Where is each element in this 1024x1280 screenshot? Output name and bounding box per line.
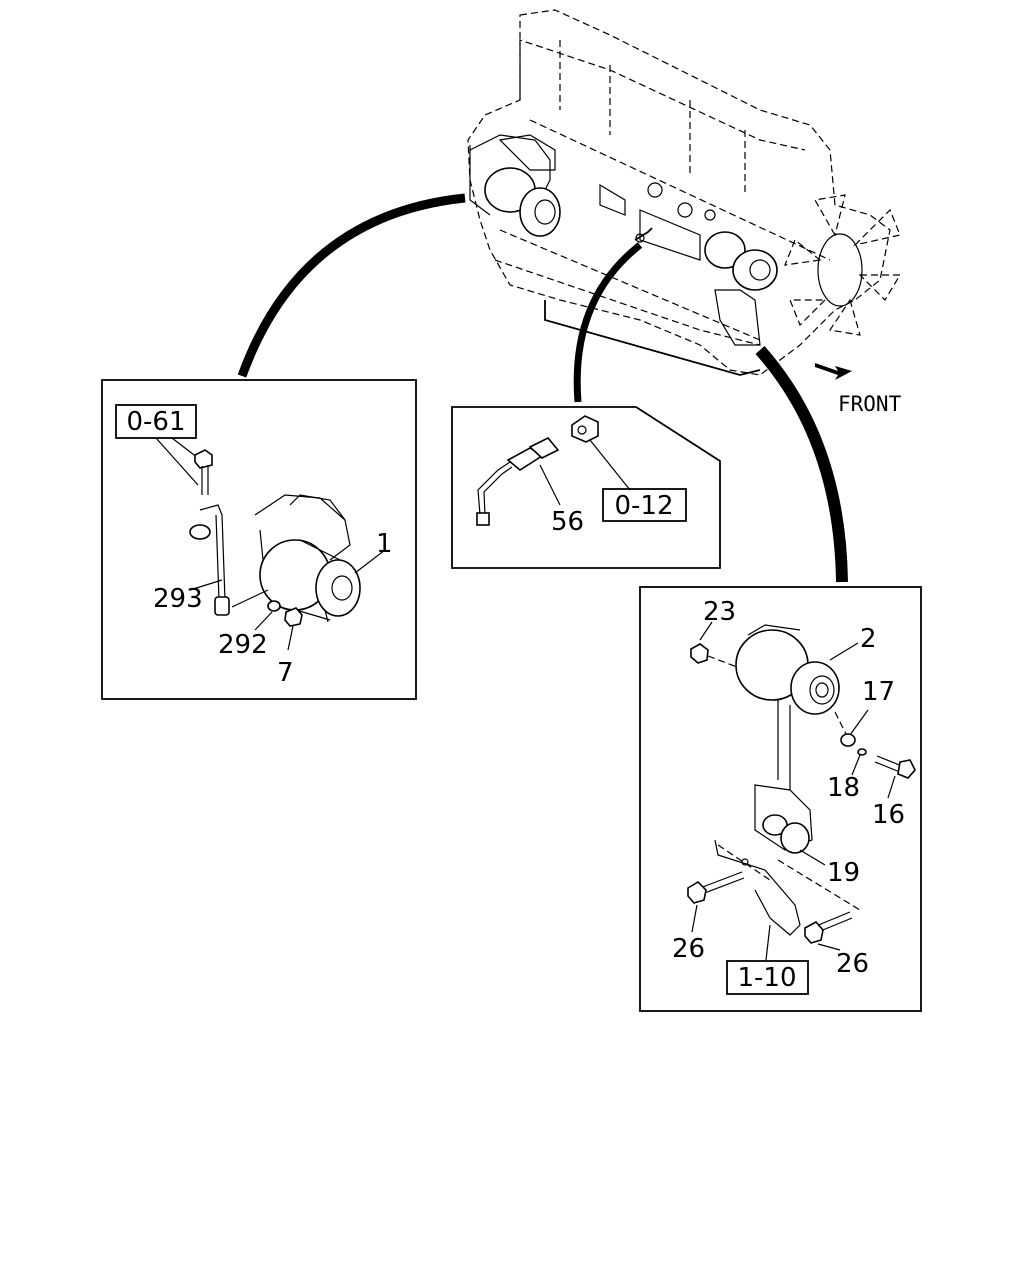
leader-curve-right <box>755 346 848 583</box>
starter-motor <box>254 494 361 623</box>
alternator-nut <box>690 643 709 664</box>
detail-middle: 0-12 56 <box>451 406 721 569</box>
callout-16: 16 <box>872 800 905 830</box>
ref-box-1-10 <box>726 960 809 995</box>
ref-box-0-12 <box>602 488 687 522</box>
leader-curve-middle <box>573 242 643 403</box>
callout-19: 19 <box>827 858 860 888</box>
bracket <box>714 839 801 936</box>
callout-26-left: 26 <box>672 934 705 964</box>
detail-left: 0-61 1 293 <box>101 379 417 700</box>
callout-7: 7 <box>277 658 294 688</box>
detail-middle-frame <box>451 406 721 569</box>
pressure-sensor <box>476 437 560 526</box>
callout-2: 2 <box>860 624 877 654</box>
callout-1: 1 <box>376 529 393 559</box>
starter-nut <box>284 607 303 627</box>
ref-box-1-10-label: 1-10 <box>737 963 796 993</box>
ref-box-0-61-label: 0-61 <box>126 407 185 437</box>
cable-bolt <box>194 449 213 495</box>
engine-overview <box>467 9 902 376</box>
engine-starter-motor <box>469 134 561 237</box>
callout-293: 293 <box>153 584 203 614</box>
callout-26-right: 26 <box>836 949 869 979</box>
alternator-bolt <box>874 755 916 779</box>
callout-56: 56 <box>551 507 584 537</box>
starter-washer <box>267 600 281 612</box>
callout-17: 17 <box>862 677 895 707</box>
bracket-bolt-left <box>687 871 745 904</box>
callout-23: 23 <box>703 597 736 627</box>
engine-sensor <box>634 227 653 243</box>
alternator <box>735 624 840 790</box>
engine-alternator <box>704 231 778 346</box>
sensor-adapter <box>571 415 599 443</box>
engine-fan <box>784 194 902 336</box>
alternator-washer-small <box>857 748 867 756</box>
bracket-unit <box>754 784 813 854</box>
detail-left-frame <box>101 379 417 700</box>
bracket-bolt-right <box>804 911 853 944</box>
alternator-washer-large <box>840 733 856 747</box>
callout-292: 292 <box>218 630 268 660</box>
detail-right: 1-10 23 2 17 18 16 19 26 26 <box>639 586 922 1012</box>
detail-right-frame <box>639 586 922 1012</box>
leader-curve-left <box>237 193 466 378</box>
ref-box-0-12-label: 0-12 <box>614 491 673 521</box>
callout-18: 18 <box>827 773 860 803</box>
front-indicator: FRONT <box>815 363 902 416</box>
front-label: FRONT <box>838 392 902 416</box>
battery-cable <box>199 504 230 616</box>
cable-nut <box>189 524 211 540</box>
